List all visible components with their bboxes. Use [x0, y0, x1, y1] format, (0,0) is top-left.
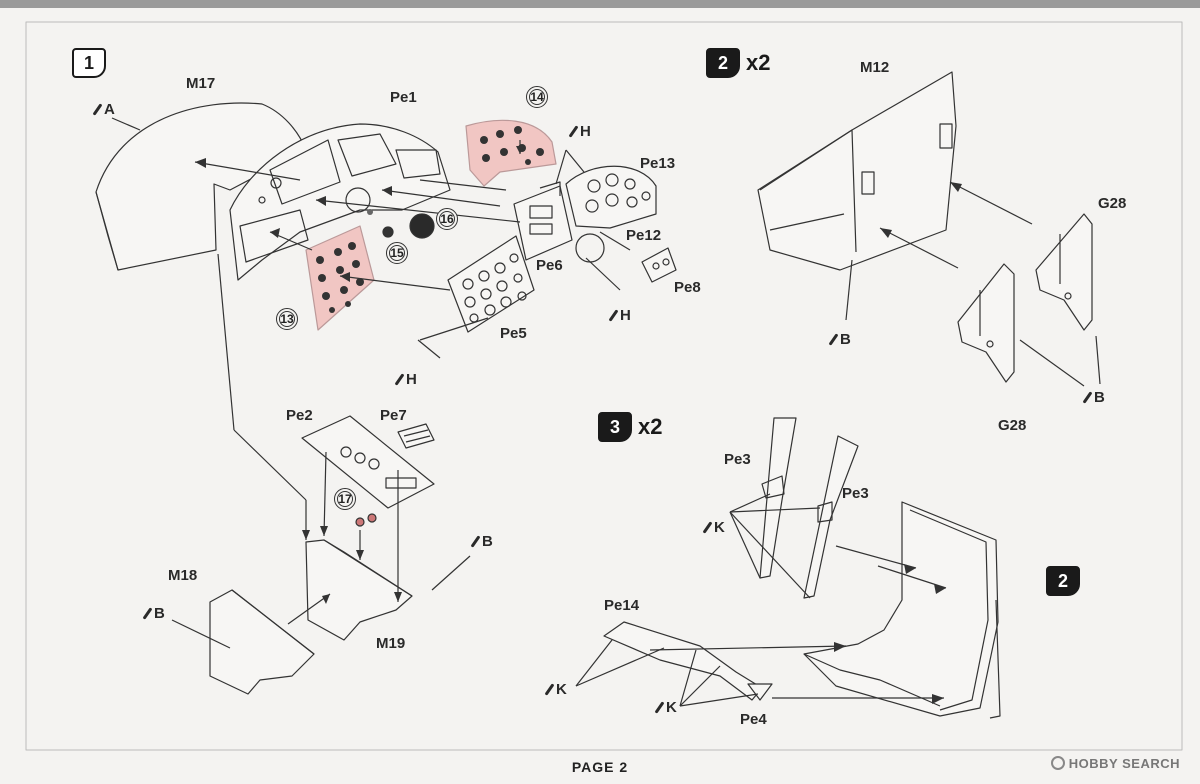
paint-h-top: H	[568, 124, 591, 139]
label-g28-bottom: G28	[998, 417, 1027, 434]
label-g28-top: G28	[1098, 195, 1127, 212]
watermark: HOBBY SEARCH	[1050, 756, 1180, 771]
part-pe4	[747, 683, 773, 701]
logo-icon	[1050, 756, 1065, 770]
callout-14: 14	[526, 86, 548, 108]
label-pe4: Pe4	[740, 711, 767, 728]
callout-16: 16	[436, 208, 458, 230]
seat-assembly	[803, 501, 1001, 719]
step-2-multiplier: x2	[746, 50, 771, 75]
label-pe1: Pe1	[390, 89, 417, 106]
label-m17: M17	[186, 75, 216, 92]
decal-13	[305, 225, 375, 331]
label-m12: M12	[860, 59, 890, 76]
label-pe13: Pe13	[640, 155, 676, 172]
part-g28-b	[957, 263, 1015, 383]
callout-17: 17	[334, 488, 356, 510]
part-pe5	[447, 235, 535, 333]
glue-a: A	[92, 102, 115, 117]
decal-15	[382, 226, 394, 238]
paint-b-m18: B	[142, 606, 165, 621]
label-pe8: Pe8	[674, 279, 701, 296]
callout-15: 15	[386, 242, 408, 264]
step-2-reference-badge: 2	[1046, 566, 1080, 596]
top-border-bar	[0, 0, 1200, 8]
paint-h-pe8: H	[608, 308, 631, 323]
label-pe12: Pe12	[626, 227, 662, 244]
part-pe3-a	[759, 417, 797, 579]
part-pe12	[575, 233, 605, 263]
step-3-badge: 3	[598, 412, 632, 442]
label-pe2: Pe2	[286, 407, 313, 424]
callout-13: 13	[276, 308, 298, 330]
paint-k-pe14: K	[544, 682, 567, 697]
part-m12	[757, 71, 957, 271]
part-pe14	[603, 621, 763, 701]
label-m18: M18	[168, 567, 198, 584]
paint-k-pe4: K	[654, 700, 677, 715]
paint-b-m19: B	[470, 534, 493, 549]
label-pe14: Pe14	[604, 597, 640, 614]
step-2-number: 2	[717, 52, 728, 73]
label-pe5: Pe5	[500, 325, 527, 342]
paint-h-pe5: H	[394, 372, 417, 387]
part-pe6	[513, 181, 573, 261]
step-2-badge: 2	[706, 48, 740, 78]
paint-b-g28: B	[1082, 390, 1105, 405]
paint-k-pe3: K	[702, 520, 725, 535]
part-pe3-b	[803, 435, 859, 599]
decal-17	[355, 513, 377, 527]
step-1-badge: 1	[72, 48, 106, 78]
part-pe2	[301, 415, 435, 509]
part-m19	[305, 539, 413, 641]
step-3-multiplier: x2	[638, 414, 663, 439]
label-pe3-right: Pe3	[842, 485, 869, 502]
label-pe7: Pe7	[380, 407, 407, 424]
page-number: PAGE 2	[571, 759, 629, 775]
step-ref-number: 2	[1057, 570, 1068, 591]
part-pe13	[565, 165, 657, 229]
part-pe8	[641, 247, 677, 283]
step-3-number: 3	[609, 416, 620, 437]
part-m18	[209, 589, 315, 695]
decal-16	[409, 213, 435, 239]
label-pe6: Pe6	[536, 257, 563, 274]
part-g28-a	[1035, 213, 1093, 331]
label-m19: M19	[376, 635, 406, 652]
part-pe7	[397, 423, 435, 449]
label-pe3-left: Pe3	[724, 451, 751, 468]
step-1-number: 1	[83, 52, 94, 73]
frame	[25, 21, 1183, 751]
decal-14	[465, 119, 557, 187]
paint-b-m12: B	[828, 332, 851, 347]
